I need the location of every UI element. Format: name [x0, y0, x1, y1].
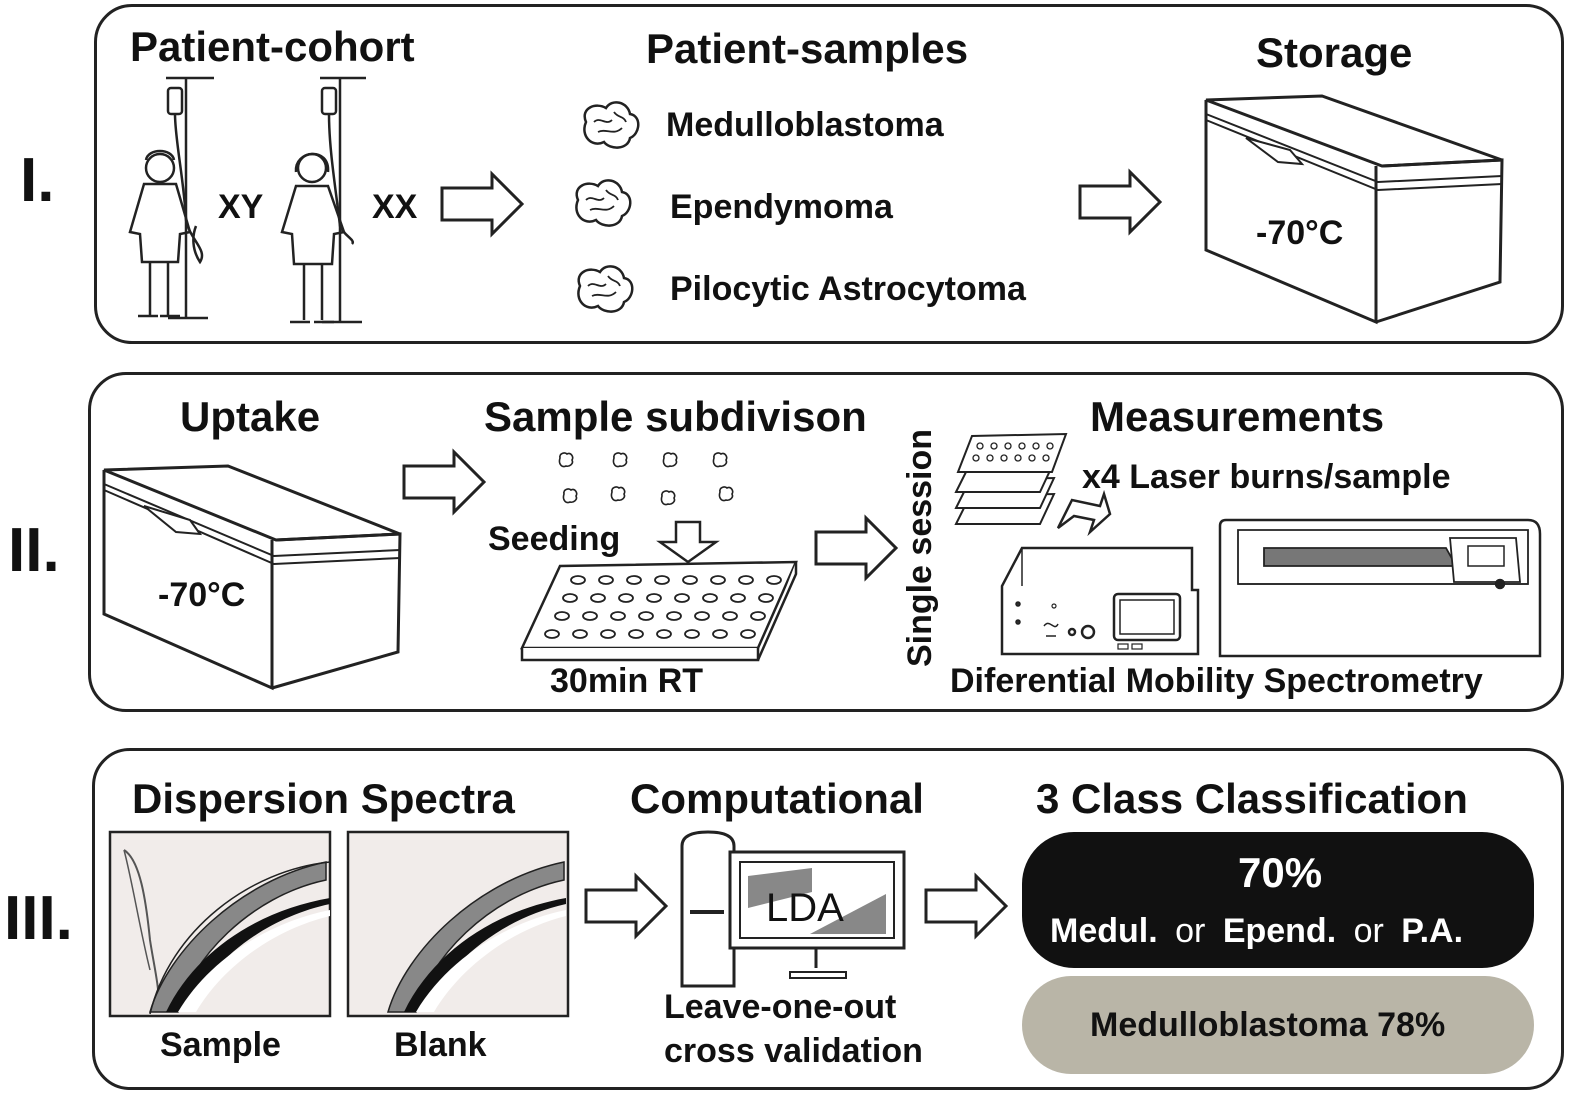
arrow-computational-to-classification	[924, 874, 1008, 938]
dispersion-spectra-title: Dispersion Spectra	[132, 775, 515, 822]
seeding-arrow-icon	[656, 520, 720, 564]
medulloblastoma-accuracy-label: Medulloblastoma 78%	[1090, 1006, 1446, 1044]
lda-method-label: LDA	[766, 886, 844, 930]
sample-subdivision-title: Sample subdivison	[484, 393, 867, 440]
patient-female-figure	[280, 76, 366, 324]
freezer-uptake-icon	[102, 464, 402, 691]
sample-pilocytic-astrocytoma: Pilocytic Astrocytoma	[670, 270, 1026, 308]
sex-label-female: XX	[372, 188, 418, 226]
measurements-title: Measurements	[1090, 393, 1385, 440]
overall-accuracy-box	[1022, 832, 1534, 968]
patient-male-figure	[128, 76, 214, 320]
arrow-uptake-to-subdivision	[402, 450, 486, 514]
sample-pieces-icon	[558, 452, 734, 506]
arrow-samples-to-storage	[1078, 170, 1162, 234]
panel-2-label: II.	[8, 516, 60, 585]
incubation-time-label: 30min RT	[550, 662, 704, 700]
tissue-icon-pilocytic	[577, 265, 634, 313]
laser-burns-label: x4 Laser burns/sample	[1082, 458, 1451, 496]
arrow-plates-to-instrument	[1056, 489, 1112, 537]
seeding-label: Seeding	[488, 520, 621, 558]
arrow-cohort-to-samples	[440, 172, 524, 236]
computer-lda-icon	[680, 830, 906, 988]
laser-instrument-icon	[1218, 518, 1542, 658]
class-separator-2: or	[1353, 912, 1384, 950]
well-plate-icon	[520, 560, 798, 662]
class-medul: Medul.	[1050, 912, 1158, 950]
computational-title: Computational	[630, 775, 924, 822]
stacked-plates-icon	[954, 432, 1068, 525]
tissue-icon-medulloblastoma	[583, 101, 640, 149]
sample-medulloblastoma: Medulloblastoma	[666, 106, 944, 144]
uptake-temperature: -70°C	[158, 576, 246, 614]
spectrum-blank-image	[346, 830, 570, 1018]
class-epend: Epend.	[1222, 912, 1337, 950]
spectrum-blank-label: Blank	[394, 1026, 487, 1064]
arrow-spectra-to-computational	[584, 874, 668, 938]
spectrum-sample-label: Sample	[160, 1026, 281, 1064]
single-session-label: Single session	[901, 428, 939, 668]
overall-accuracy-percent: 70%	[1238, 849, 1323, 896]
uptake-title: Uptake	[180, 393, 321, 440]
tissue-icon-ependymoma	[575, 179, 632, 227]
classification-title: 3 Class Classification	[1036, 775, 1468, 822]
panel-1-label: I.	[20, 146, 55, 215]
freezer-storage-icon	[1204, 94, 1504, 325]
sample-ependymoma: Ependymoma	[670, 188, 893, 226]
class-pa: P.A.	[1401, 912, 1464, 950]
dms-instrument-label: Diferential Mobility Spectrometry	[950, 662, 1483, 700]
class-list: Medul. or Epend. or P.A.	[1050, 914, 1463, 948]
spectrum-sample-image	[108, 830, 332, 1018]
validation-line-2: cross validation	[664, 1032, 923, 1070]
patient-cohort-title: Patient-cohort	[130, 23, 415, 70]
sex-label-male: XY	[218, 188, 264, 226]
arrow-subdivision-to-measurements	[814, 516, 898, 580]
storage-temperature: -70°C	[1256, 214, 1344, 252]
class-separator-1: or	[1175, 912, 1206, 950]
patient-samples-title: Patient-samples	[646, 25, 969, 72]
storage-title: Storage	[1256, 29, 1413, 76]
dms-instrument-icon	[1000, 546, 1200, 656]
medulloblastoma-accuracy-box	[1022, 976, 1534, 1074]
validation-line-1: Leave-one-out	[664, 988, 897, 1026]
panel-3-label: III.	[4, 884, 73, 953]
